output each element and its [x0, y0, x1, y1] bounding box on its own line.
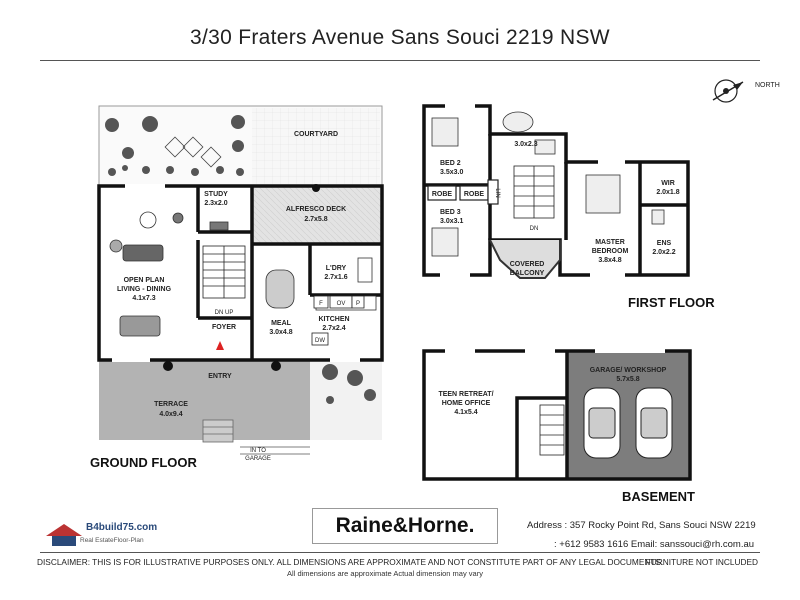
terrace-dim: 4.0x9.4 — [159, 411, 182, 418]
alfresco-deck-area — [252, 186, 382, 244]
first-floor-windows — [440, 104, 625, 277]
agency-address: Address : 357 Rocky Point Rd, Sans Souci… — [527, 520, 756, 531]
bed3-dim: 3.0x3.1 — [440, 218, 463, 225]
study-dim: 2.3x2.0 — [204, 200, 227, 207]
entry-label: ENTRY — [208, 373, 232, 380]
north-compass: NORTH — [703, 76, 783, 106]
garage-entry-label-2: GARAGE — [245, 456, 271, 462]
courtyard-label: COURTYARD — [294, 131, 338, 138]
b4build-subtitle: Real EstateFloor-Plan — [80, 537, 144, 544]
fridge-label: F — [319, 301, 323, 307]
ensuite-label: ENS — [657, 240, 672, 247]
basement-label: BASEMENT — [622, 489, 695, 504]
robe-label-2: ROBE — [464, 191, 485, 198]
courtyard-plants — [105, 115, 245, 176]
pantry-label: P — [356, 301, 360, 307]
alfresco-label: ALFRESCO DECK — [286, 206, 346, 213]
basement-stairs — [539, 404, 565, 456]
bed3-label: BED 3 — [440, 209, 461, 216]
dishwasher-label: DW — [315, 338, 325, 344]
wir-dim: 2.0x1.8 — [656, 189, 679, 196]
disclaimer-text: DISCLAIMER: THIS IS FOR ILLUSTRATIVE PUR… — [37, 557, 664, 567]
alfresco-dim: 2.7x5.8 — [304, 216, 327, 223]
linen-label: LIN — [494, 188, 500, 197]
robe-boxes — [427, 179, 499, 205]
compass-icon — [712, 79, 744, 103]
house-logo-icon — [46, 524, 82, 546]
north-label: NORTH — [755, 82, 780, 89]
balcony-label-2: BALCONY — [510, 270, 545, 277]
page-title: 3/30 Fraters Avenue Sans Souci 2219 NSW — [190, 26, 610, 49]
courtyard-loungers — [164, 136, 222, 168]
meal-label: MEAL — [271, 320, 292, 327]
b4build-name: B4build75.com — [86, 522, 158, 533]
first-floor-stairs — [513, 165, 555, 219]
living-label-2: LIVING - DINING — [117, 286, 172, 293]
living-label-1: OPEN PLAN — [124, 277, 165, 284]
robe-label-1: ROBE — [432, 191, 453, 198]
meal-dim: 3.0x4.8 — [269, 329, 292, 336]
terrace-plants — [322, 364, 376, 404]
garage-cars — [583, 387, 673, 459]
first-floor-label: FIRST FLOOR — [628, 295, 715, 310]
ground-walls — [97, 184, 384, 362]
garage-label: GARAGE/ WORKSHOP — [590, 367, 667, 374]
ground-floor-label: GROUND FLOOR — [90, 455, 197, 470]
raine-horne-logo: Raine&Horne. — [312, 508, 498, 544]
laundry-label: L'DRY — [326, 265, 347, 272]
ground-windows — [112, 184, 360, 362]
basement-walls — [422, 349, 692, 481]
balcony-label-1: COVERED — [510, 261, 545, 268]
stairs-dn-up: DN UP — [215, 310, 234, 316]
b4build-logo: B4build75.com Real EstateFloor-Plan — [44, 520, 184, 552]
terrace-label: TERRACE — [154, 401, 188, 408]
garage-entry-label-1: IN TO — [250, 448, 266, 454]
kitchen-dim: 2.7x2.4 — [322, 325, 345, 332]
bath-dim: 3.0x2.3 — [514, 141, 537, 148]
laundry-dim: 2.7x1.6 — [324, 274, 347, 281]
bed2-dim: 3.5x3.0 — [440, 169, 463, 176]
study-label: STUDY — [204, 191, 228, 198]
agency-contact: : +612 9583 1616 Email: sanssouci@rh.com… — [554, 539, 755, 550]
kitchen-appliances — [311, 295, 365, 346]
title-divider — [40, 60, 760, 61]
entry-arrow — [216, 341, 224, 350]
terrace-steps — [202, 419, 234, 443]
garage-dim: 5.7x5.8 — [616, 376, 639, 383]
master-label-1: MASTER — [595, 239, 625, 246]
teen-retreat-label-2: HOME OFFICE — [442, 400, 491, 407]
bed2-label: BED 2 — [440, 160, 461, 167]
ground-stairs — [202, 245, 246, 299]
dimension-note: All dimensions are approximate Actual di… — [287, 569, 483, 578]
footer-divider — [40, 552, 760, 553]
master-dim: 3.8x4.8 — [598, 257, 621, 264]
foyer-label: FOYER — [212, 324, 236, 331]
furniture-note: FURNITURE NOT INCLUDED — [645, 557, 758, 567]
first-stairs-dn: DN — [530, 226, 539, 232]
first-floor-furniture — [431, 111, 665, 257]
oven-label: OV — [337, 301, 346, 307]
terrace-posts — [163, 184, 320, 371]
balcony-outline — [489, 239, 561, 279]
teen-retreat-label-1: TEEN RETREAT/ — [438, 391, 493, 398]
master-label-2: BEDROOM — [592, 248, 629, 255]
wir-label: WIR — [661, 180, 675, 187]
first-floor-plan — [422, 104, 690, 279]
ensuite-dim: 2.0x2.2 — [652, 249, 675, 256]
living-dim: 4.1x7.3 — [132, 295, 155, 302]
teen-retreat-dim: 4.1x5.4 — [454, 409, 477, 416]
courtyard-paving — [252, 108, 380, 184]
ground-floor-plan — [97, 105, 384, 455]
kitchen-label: KITCHEN — [318, 316, 349, 323]
basement-plan — [422, 349, 692, 481]
